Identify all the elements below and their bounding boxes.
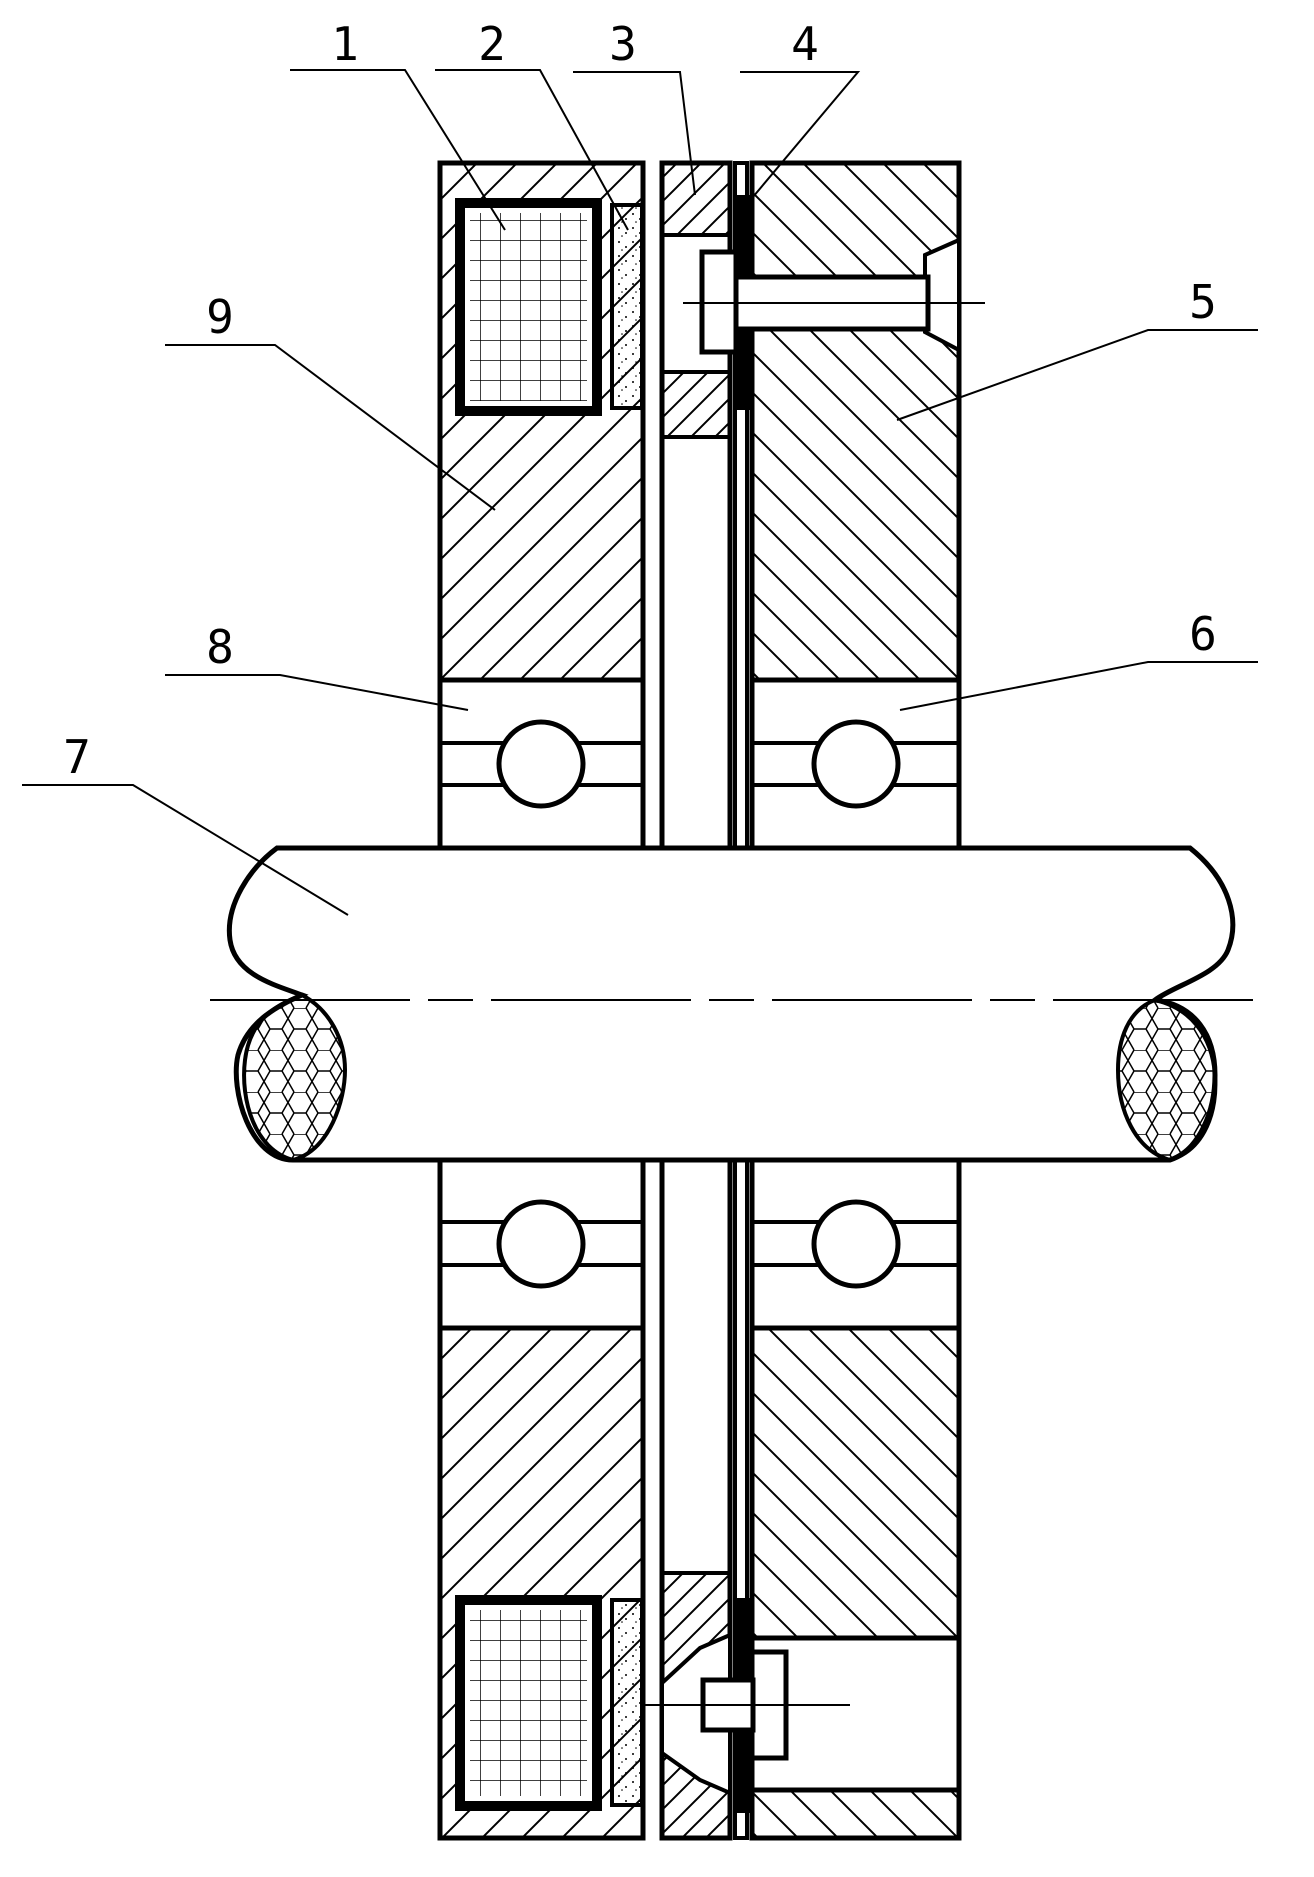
leader-1 bbox=[290, 69, 506, 231]
leader-5 bbox=[896, 329, 1258, 421]
leader-7 bbox=[22, 784, 349, 916]
leader-8 bbox=[165, 674, 469, 711]
callout-labels: 1 2 3 4 5 6 7 8 9 bbox=[63, 17, 1217, 784]
callout-2: 2 bbox=[478, 17, 506, 71]
leader-3 bbox=[573, 71, 696, 196]
coil-upper bbox=[455, 198, 602, 416]
callout-9: 9 bbox=[206, 290, 234, 344]
callout-7: 7 bbox=[63, 730, 91, 784]
coil-lower bbox=[455, 1595, 602, 1811]
callout-3: 3 bbox=[609, 17, 637, 71]
leader-9 bbox=[165, 344, 496, 511]
callout-8: 8 bbox=[206, 620, 234, 674]
leader-6 bbox=[899, 661, 1258, 711]
bearing-left-upper bbox=[437, 677, 646, 851]
shaft bbox=[210, 845, 1262, 1163]
bearing-right-upper bbox=[749, 677, 962, 851]
callout-1: 1 bbox=[331, 17, 359, 71]
leader-4 bbox=[740, 71, 861, 211]
bearing-right-lower bbox=[749, 1157, 962, 1331]
friction-pad-upper bbox=[610, 203, 644, 410]
friction-pad-lower bbox=[610, 1598, 644, 1807]
callout-leaders bbox=[22, 69, 1258, 916]
leader-2 bbox=[435, 69, 629, 231]
callout-5: 5 bbox=[1189, 275, 1217, 329]
bolt-lower bbox=[640, 1649, 850, 1761]
callout-4: 4 bbox=[791, 17, 819, 71]
bearing-left-lower bbox=[437, 1157, 646, 1331]
callout-6: 6 bbox=[1189, 607, 1217, 661]
bolt-upper bbox=[683, 249, 985, 355]
